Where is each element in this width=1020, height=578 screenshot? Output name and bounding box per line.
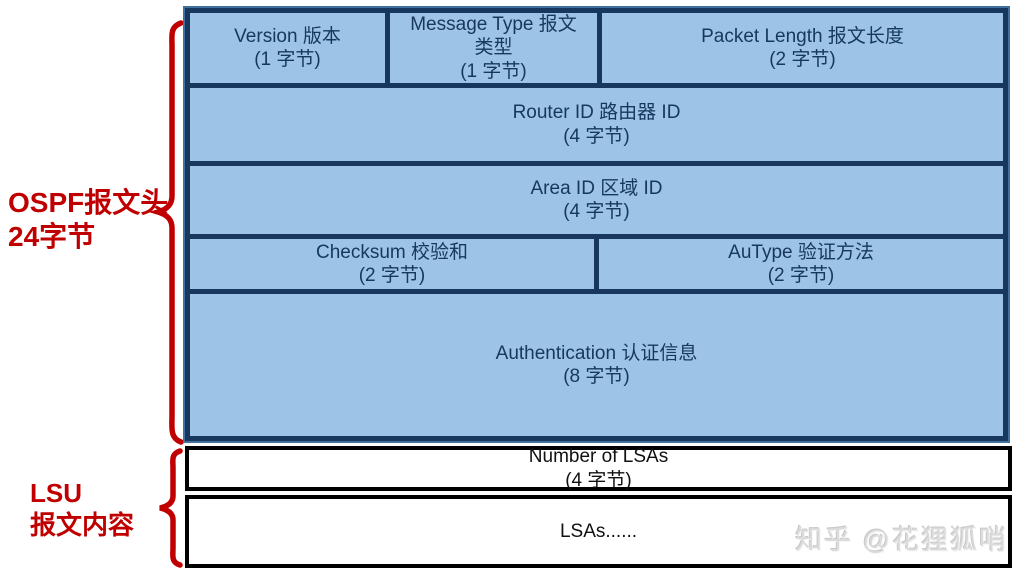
- lsu-label: LSU 报文内容: [30, 478, 134, 541]
- lsu-label-line1: LSU: [30, 478, 82, 508]
- field-router-id: Router ID 路由器 ID (4 字节): [190, 88, 1003, 161]
- field-area-id: Area ID 区域 ID (4 字节): [190, 166, 1003, 234]
- field-lsas-label: LSAs......: [559, 520, 638, 542]
- field-authentication-size: (8 字节): [563, 366, 630, 387]
- field-message-type-size: (1 字节): [460, 60, 527, 82]
- ospf-header-label: OSPF报文头 24字节: [8, 186, 168, 254]
- field-autype-size: (2 字节): [767, 265, 835, 286]
- field-area-id-label: Area ID 区域 ID: [530, 177, 663, 199]
- lsu-label-line2: 报文内容: [30, 509, 135, 540]
- ospf-header-brace: [148, 20, 184, 445]
- field-packet-length-size: (2 字节): [769, 49, 836, 70]
- field-number-of-lsas-size: (4 字节): [565, 469, 632, 491]
- ospf-header-label-line1: OSPF报文头: [8, 187, 169, 218]
- field-autype-label: AuType 验证方法: [728, 241, 874, 263]
- ospf-header-label-line2: 24字节: [8, 221, 96, 253]
- field-lsas: LSAs......: [185, 495, 1012, 568]
- field-router-id-size: (4 字节): [563, 125, 630, 147]
- field-router-id-label: Router ID 路由器 ID: [512, 102, 681, 124]
- field-message-type-label: Message Type 报文类型: [410, 14, 577, 59]
- header-row-5: Authentication 认证信息 (8 字节): [190, 294, 1003, 436]
- field-authentication: Authentication 认证信息 (8 字节): [190, 294, 1003, 436]
- field-authentication-label: Authentication 认证信息: [495, 342, 698, 364]
- header-row-4: Checksum 校验和 (2 字节) AuType 验证方法 (2 字节): [190, 239, 1003, 289]
- field-message-type: Message Type 报文类型 (1 字节): [390, 13, 597, 83]
- field-version-size: (1 字节): [254, 49, 321, 70]
- header-row-2: Router ID 路由器 ID (4 字节): [190, 88, 1003, 161]
- header-row-1: Version 版本 (1 字节) Message Type 报文类型 (1 字…: [190, 13, 1003, 83]
- field-autype: AuType 验证方法 (2 字节): [599, 239, 1003, 289]
- field-packet-length: Packet Length 报文长度 (2 字节): [602, 13, 1003, 83]
- header-row-3: Area ID 区域 ID (4 字节): [190, 166, 1003, 234]
- field-version: Version 版本 (1 字节): [190, 13, 385, 83]
- ospf-header-table: Version 版本 (1 字节) Message Type 报文类型 (1 字…: [185, 8, 1008, 441]
- lsu-brace: [159, 448, 183, 568]
- zhihu-watermark: 知乎 @花狸狐哨: [795, 525, 1008, 555]
- field-area-id-size: (4 字节): [563, 201, 630, 222]
- field-checksum-size: (2 字节): [358, 265, 426, 286]
- field-checksum: Checksum 校验和 (2 字节): [190, 239, 594, 289]
- field-number-of-lsas: Number of LSAs (4 字节): [185, 446, 1012, 491]
- field-checksum-label: Checksum 校验和: [315, 241, 469, 263]
- field-number-of-lsas-label: Number of LSAs: [528, 446, 669, 468]
- field-packet-length-label: Packet Length 报文长度: [701, 25, 904, 47]
- field-version-label: Version 版本: [234, 25, 341, 47]
